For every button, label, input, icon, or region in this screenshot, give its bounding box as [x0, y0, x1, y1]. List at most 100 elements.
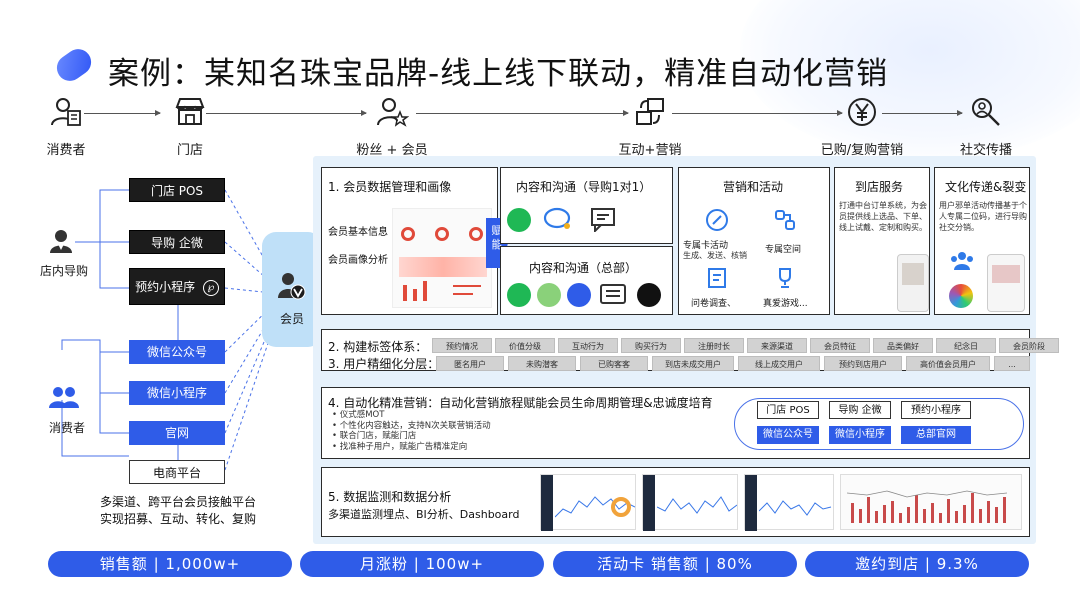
segment-item: 预约到店用户: [824, 356, 902, 371]
flow-label: 粉丝 + 会员: [356, 143, 428, 158]
section-title: 内容和沟通（总部）: [529, 261, 638, 275]
exclusive-card-sub: 生成、发送、核销: [683, 251, 747, 260]
survey-label: 问卷调查、: [691, 299, 737, 309]
fan-member-icon: [377, 98, 410, 127]
segment-item: 高价值会员用户: [906, 356, 990, 371]
flow-label: 已购/复购营销: [820, 143, 904, 158]
flow-label: 门店: [176, 143, 203, 158]
section-title: 内容和沟通（导购1对1）: [516, 180, 652, 194]
exclusive-card-label: 专属卡活动: [683, 241, 729, 251]
kpi-sales: 销售额 | 1,000w+: [48, 551, 292, 577]
guide-wecom-box: 导购 企微: [129, 230, 225, 254]
loop-guide-wecom: 导购 企微: [829, 401, 891, 419]
space-icon: [775, 210, 795, 230]
flow-step-interaction: 互动+营销: [600, 95, 700, 158]
culture-desc: 用户邪单活动传播基于个人专属二位码，进行导购社交分销。: [939, 201, 1027, 232]
channel-loop: [734, 398, 1024, 450]
yen-icon: [848, 98, 876, 126]
message-icon: [591, 208, 615, 232]
kpi-label: 销售额: [99, 555, 148, 573]
survey-icon: [708, 268, 726, 288]
tag-item: 价值分级: [495, 338, 555, 353]
kpi-label: 邀约到店: [855, 555, 920, 573]
bullet-text: 联合门店，赋能门店: [339, 431, 417, 441]
member-icon: [278, 273, 306, 300]
tag-item: 品类偏好: [873, 338, 933, 353]
photos-icon: [949, 284, 973, 308]
flow-arrow: [882, 110, 963, 116]
dashboard-screenshot-1: [540, 474, 636, 531]
social-share-icon: [972, 98, 1000, 126]
flow-arrow: [416, 110, 629, 116]
loop-wechat-official: 微信公众号: [757, 426, 819, 444]
bullet-item: • 仪式感MOT: [332, 410, 385, 420]
tag-item: 来源渠道: [747, 338, 807, 353]
flow-label: 互动+营销: [618, 143, 682, 158]
page-title: 案例：某知名珠宝品牌-线上线下联动，精准自动化营销: [108, 56, 889, 92]
caption-line: 多渠道、跨平台会员接触平台: [100, 495, 257, 509]
flow-arrow: [206, 110, 367, 116]
bullet-text: 仪式感MOT: [339, 410, 385, 420]
segment-item: 线上成交用户: [738, 356, 820, 371]
tag-item: 预约情况: [432, 338, 492, 353]
wechat-official-box: 微信公众号: [129, 340, 225, 364]
caption-line: 实现招募、互动、转化、复购: [100, 512, 257, 526]
bullet-text: 个性化内容触达，支持N次关联营销活动: [339, 420, 491, 431]
segment-item: 到店未成交用户: [652, 356, 734, 371]
flow-step-consumer: 消费者: [16, 95, 116, 158]
kpi-value: 80%: [716, 555, 753, 573]
member-label: 会员: [279, 312, 304, 326]
sms-icon: [600, 284, 626, 304]
section-title: 营销和活动: [723, 180, 784, 194]
dashboard-screenshot-2: [642, 474, 738, 531]
tag-item: 注册时长: [684, 338, 744, 353]
loop-hq-site: 总部官网: [901, 426, 971, 444]
section-title: 4. 自动化精准营销：自动化营销旅程赋能会员生命周期管理&忠诚度培育: [328, 396, 713, 410]
mini-program-icon: ℘: [202, 279, 219, 296]
phone-mockup: [897, 254, 929, 312]
flow-step-repurchase: 已购/复购营销: [812, 95, 912, 158]
section-title: 文化传递&裂变: [945, 180, 1027, 194]
content-hq-card: 内容和沟通（总部）: [500, 246, 673, 315]
automation-bullets: • 仪式感MOT • 个性化内容触达，支持N次关联营销活动 • 联合门店，赋能门…: [332, 410, 491, 452]
moments-icon: [537, 283, 561, 307]
kpi-label: 月涨粉: [359, 555, 408, 573]
culture-card: 文化传递&裂变 用户邪单活动传播基于个人专属二位码，进行导购社交分销。: [934, 167, 1030, 315]
kpi-value: 9.3%: [936, 555, 979, 573]
instore-service-card: 到店服务 打通中台订单系统，为会员提供线上选品、下单、线上试戴、定制和购买。: [834, 167, 930, 315]
segments-label: 3. 用户精细化分层：: [328, 357, 440, 371]
loop-wechat-mini: 微信小程序: [829, 426, 891, 444]
wechat-icon: [507, 283, 531, 307]
store-icon: [175, 98, 205, 125]
website-box: 官网: [129, 421, 225, 445]
instore-desc: 打通中台订单系统，为会员提供线上选品、下单、线上试戴、定制和购买。: [839, 201, 927, 232]
consumer-label: 消费者: [49, 421, 86, 435]
flow-step-store: 门店: [140, 95, 240, 158]
booking-mini-program-box: 预约小程序 ℘: [129, 268, 225, 305]
store-guide-icon: [50, 230, 72, 253]
flow-label: 消费者: [46, 143, 86, 158]
automation-card: 4. 自动化精准营销：自动化营销旅程赋能会员生命周期管理&忠诚度培育 • 仪式感…: [321, 387, 1030, 459]
member-portrait-label: 会员画像分析: [328, 255, 388, 266]
kpi-value: 1,000w+: [165, 555, 241, 573]
kpi-fans: 月涨粉 | 100w+: [300, 551, 544, 577]
kpi-label: 活动卡 销售额: [597, 555, 699, 573]
bullet-item: • 找准种子用户，赋能广告精准定向: [332, 441, 468, 452]
member-data-card: 1. 会员数据管理和画像 会员基本信息 会员画像分析: [321, 167, 498, 315]
wechat-mini-box: 微信小程序: [129, 381, 225, 405]
bullet-text: 找准种子用户，赋能广告精准定向: [339, 441, 468, 452]
customer-journey-flow: 消费者 门店 粉丝 + 会员 互动+营销 已购/复购营销 社交传播: [0, 95, 1080, 158]
tag-item: 纪念日: [936, 338, 996, 353]
segment-item: 未购潜客: [508, 356, 576, 371]
love-game-label: 真爱游戏...: [763, 299, 808, 309]
tag-item: 互动行为: [558, 338, 618, 353]
content-guide-card: 内容和沟通（导购1对1）: [500, 167, 673, 244]
dashboard-screenshot-4: [840, 474, 1022, 530]
marketing-card: 营销和活动 专属卡活动 生成、发送、核销 专属空间 问卷调查、 真爱游戏...: [678, 167, 830, 315]
kpi-value: 100w+: [425, 555, 485, 573]
bullet-item: • 个性化内容触达，支持N次关联营销活动: [332, 420, 491, 431]
empower-label: 赋能: [491, 224, 503, 251]
kpi-activity-card: 活动卡 销售额 | 80%: [553, 551, 797, 577]
trophy-icon: [779, 268, 791, 288]
segment-item: 匿名用户: [436, 356, 504, 371]
